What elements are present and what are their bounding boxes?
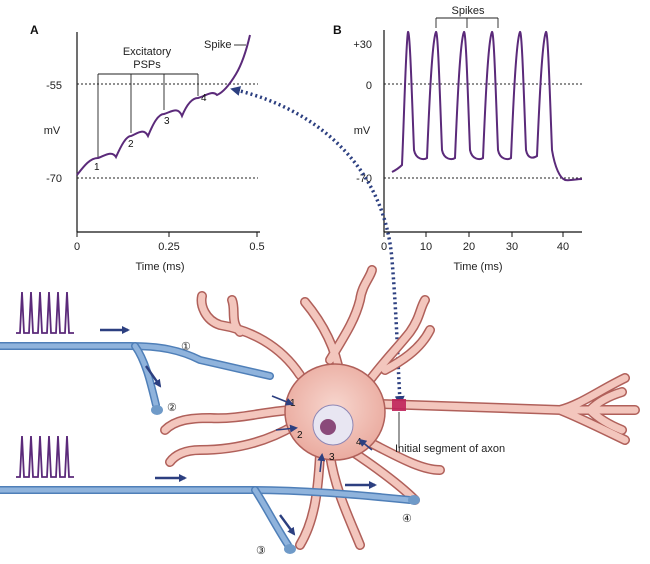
synapse-number-3: 3 (329, 452, 335, 463)
input-spike-train-upper (16, 291, 74, 334)
panel-a-title: Excitatory (123, 46, 172, 58)
input-spike-train-lower (16, 435, 74, 478)
panel-a: A 0 0.25 0.5 Time (ms) -55 -70 mV Excita… (30, 23, 265, 273)
panel-b-x-tick: 10 (420, 241, 432, 253)
panel-b-spikes-bracket (435, 17, 499, 28)
panel-a-letter: A (30, 23, 39, 37)
psp-number-2: 2 (128, 139, 134, 150)
panel-a-x-label: Time (ms) (135, 261, 184, 273)
synapse-number-4: 4 (356, 437, 362, 448)
panel-b-y-tick: +30 (353, 39, 372, 51)
input-number-1: ① (181, 341, 191, 353)
panel-a-y-tick: -55 (46, 80, 62, 92)
panel-a-x-tick: 0 (74, 241, 80, 253)
panel-a-y-tick: -70 (46, 173, 62, 185)
synapse-number-2: 2 (297, 430, 303, 441)
input-number-4: ④ (402, 513, 412, 525)
panel-b-spike-trace (391, 30, 583, 182)
panel-a-y-label: mV (44, 125, 61, 137)
input-direction-arrows (100, 326, 377, 536)
axon-initial-segment-label: Initial segment of axon (395, 443, 505, 455)
axon-initial-segment (392, 399, 406, 411)
input-number-2: ② (167, 402, 177, 414)
psp-number-3: 3 (164, 116, 170, 127)
panel-b-x-tick: 40 (557, 241, 569, 253)
panel-b-title: Spikes (451, 5, 485, 17)
panel-b-x-tick: 20 (463, 241, 475, 253)
psp-number-1: 1 (94, 162, 100, 173)
panel-b-x-label: Time (ms) (453, 261, 502, 273)
input-number-3: ③ (256, 545, 266, 557)
panel-a-spike-label: Spike (204, 39, 232, 51)
soma-current-arrows (271, 395, 373, 473)
panel-a-x-tick: 0.25 (158, 241, 179, 253)
panel-b-y-label: mV (354, 125, 371, 137)
panel-b-y-tick: 0 (366, 80, 372, 92)
nucleolus (320, 419, 336, 435)
panel-b-letter: B (333, 23, 342, 37)
panel-b-x-tick: 0 (381, 241, 387, 253)
psp-number-4: 4 (201, 93, 207, 104)
panel-b: B 0 10 20 30 40 Time (ms) +30 0 -70 mV S… (333, 5, 583, 273)
panel-a-title-2: PSPs (133, 59, 161, 71)
panel-a-psp-trace (76, 34, 251, 176)
panel-a-psp-bracket (97, 73, 199, 158)
panel-a-x-tick: 0.5 (249, 241, 264, 253)
panel-b-y-tick: -70 (356, 173, 372, 185)
panel-b-x-tick: 30 (506, 241, 518, 253)
input-axons (0, 342, 420, 554)
neuron: 1 2 3 4 Initial segment of axon (160, 265, 640, 550)
